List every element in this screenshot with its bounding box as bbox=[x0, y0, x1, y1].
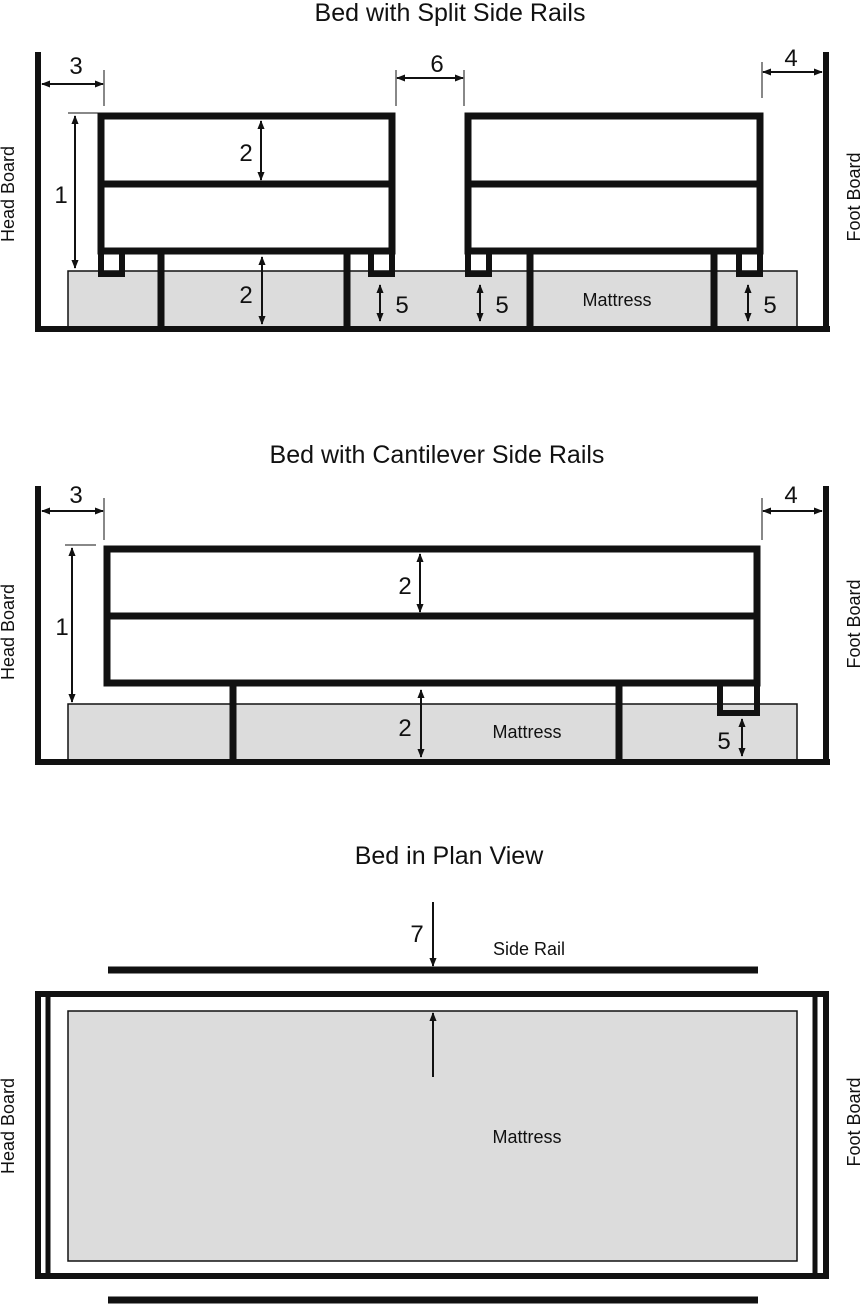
dimension-1: 1 bbox=[54, 112, 98, 269]
dimension-6-label: 6 bbox=[430, 51, 443, 78]
mattress bbox=[67, 703, 798, 761]
dimension-1-label: 1 bbox=[54, 182, 67, 209]
split-rail-left bbox=[97, 112, 396, 327]
dimension-2-upper-label: 2 bbox=[398, 573, 411, 600]
plan-view-title: Bed in Plan View bbox=[355, 842, 544, 870]
head-board-label: Head Board bbox=[0, 146, 18, 242]
dimension-3-label: 3 bbox=[69, 53, 82, 80]
dimension-2-upper: 2 bbox=[239, 120, 265, 181]
dimension-2-lower-label: 2 bbox=[398, 715, 411, 742]
mattress-label: Mattress bbox=[492, 1127, 561, 1147]
dimension-7: 7 bbox=[410, 902, 437, 1077]
dimension-6: 6 bbox=[395, 51, 465, 106]
dimension-5-c: 5 bbox=[744, 284, 777, 322]
dimension-5-a-label: 5 bbox=[395, 292, 408, 319]
dimension-4-label: 4 bbox=[784, 482, 797, 509]
plan-view-diagram: Bed in Plan View Side Rail Mattress 7 He… bbox=[0, 842, 862, 1304]
dimension-4: 4 bbox=[761, 45, 823, 98]
dimension-7-label: 7 bbox=[410, 921, 423, 948]
split-rail-right bbox=[464, 112, 764, 327]
mattress bbox=[67, 270, 798, 328]
head-board-label: Head Board bbox=[0, 1078, 18, 1174]
dimension-5-a: 5 bbox=[376, 284, 409, 322]
foot-board-label: Foot Board bbox=[844, 1077, 862, 1166]
dimension-1-label: 1 bbox=[55, 614, 68, 641]
dimension-3: 3 bbox=[41, 482, 105, 540]
dimension-5-label: 5 bbox=[717, 728, 730, 755]
dimension-2-upper: 2 bbox=[398, 553, 424, 613]
dimension-2-lower: 2 bbox=[239, 256, 266, 325]
cantilever-rails-title: Bed with Cantilever Side Rails bbox=[270, 441, 605, 469]
cantilever-rail bbox=[103, 545, 761, 760]
dimension-2-lower: 2 bbox=[398, 689, 425, 758]
dimension-4: 4 bbox=[761, 482, 823, 540]
foot-board-label: Foot Board bbox=[844, 579, 862, 668]
split-rails-title: Bed with Split Side Rails bbox=[315, 0, 586, 27]
dimension-2-upper-label: 2 bbox=[239, 140, 252, 167]
bed-frame bbox=[35, 991, 829, 1279]
dimension-2-lower-label: 2 bbox=[239, 282, 252, 309]
foot-board-label: Foot Board bbox=[844, 152, 862, 241]
head-board-label: Head Board bbox=[0, 584, 18, 680]
dimension-5-b-label: 5 bbox=[495, 292, 508, 319]
dimension-5: 5 bbox=[717, 718, 746, 757]
cantilever-rails-diagram: Bed with Cantilever Side Rails Mattress … bbox=[0, 441, 862, 765]
dimension-5-c-label: 5 bbox=[763, 292, 776, 319]
split-rails-diagram: Bed with Split Side Rails Mattress bbox=[0, 0, 862, 332]
dimension-3-label: 3 bbox=[69, 482, 82, 509]
mattress-label: Mattress bbox=[492, 722, 561, 742]
dimension-1: 1 bbox=[55, 544, 96, 703]
dimension-5-b: 5 bbox=[476, 284, 509, 322]
dimension-3: 3 bbox=[41, 53, 105, 106]
dimension-4-label: 4 bbox=[784, 45, 797, 72]
mattress-label: Mattress bbox=[582, 290, 651, 310]
side-rail-label: Side Rail bbox=[493, 939, 565, 959]
